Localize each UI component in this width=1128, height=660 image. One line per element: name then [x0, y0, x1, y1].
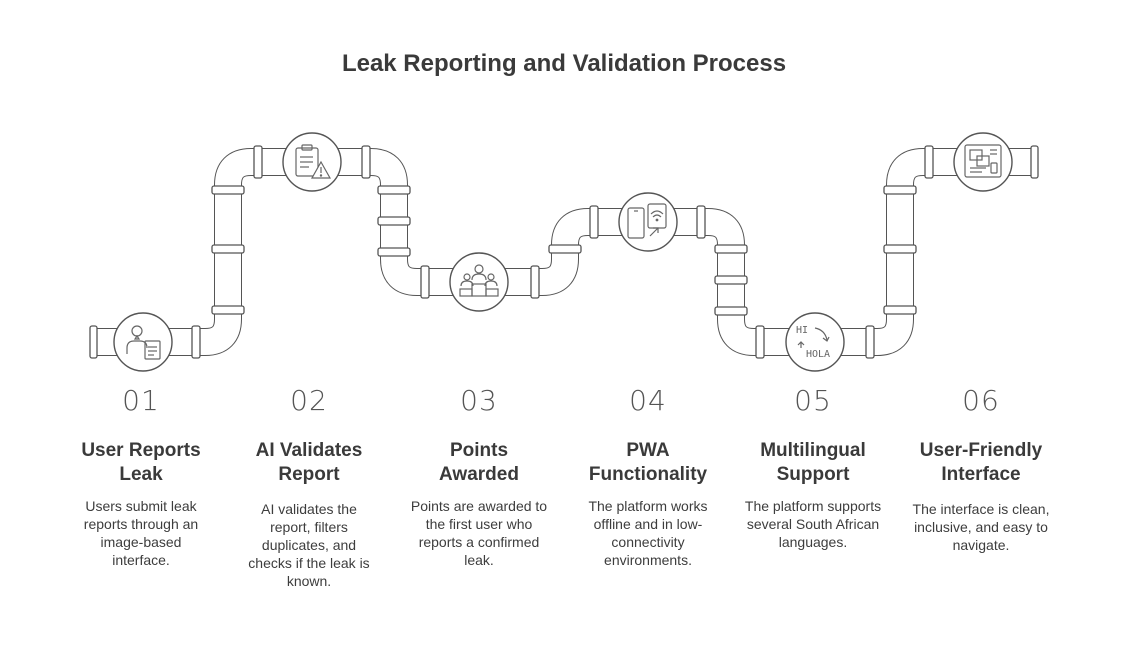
- step-number: 04: [629, 384, 667, 417]
- svg-text:HI: HI: [796, 325, 808, 336]
- translate-icon: HI HOLA: [796, 325, 830, 360]
- pipe-flanges: [89, 145, 1039, 359]
- step-number: 05: [794, 384, 832, 417]
- user-report-icon: [126, 325, 161, 360]
- step-number: 02: [290, 384, 328, 417]
- page-title: Leak Reporting and Validation Process: [341, 50, 787, 77]
- interface-layout-icon: [964, 144, 1002, 178]
- step-description: AI validates the report, filters duplica…: [248, 501, 370, 589]
- step-description: The platform works offline and in low-co…: [588, 498, 708, 568]
- svg-text:HOLA: HOLA: [806, 349, 830, 360]
- step-number: 03: [460, 384, 498, 417]
- step-description: Points are awarded to the first user who…: [410, 498, 548, 568]
- step-number: 06: [962, 384, 1000, 417]
- phone-wifi-icon: [627, 203, 667, 239]
- step-number: 01: [122, 384, 160, 417]
- step-description: The platform supports several South Afri…: [744, 498, 882, 550]
- step-description: The interface is clean, inclusive, and e…: [912, 501, 1050, 553]
- podium-icon: [459, 264, 499, 297]
- clipboard-warning-icon: [295, 144, 332, 179]
- step-description: Users submit leak reports through an ima…: [83, 498, 199, 568]
